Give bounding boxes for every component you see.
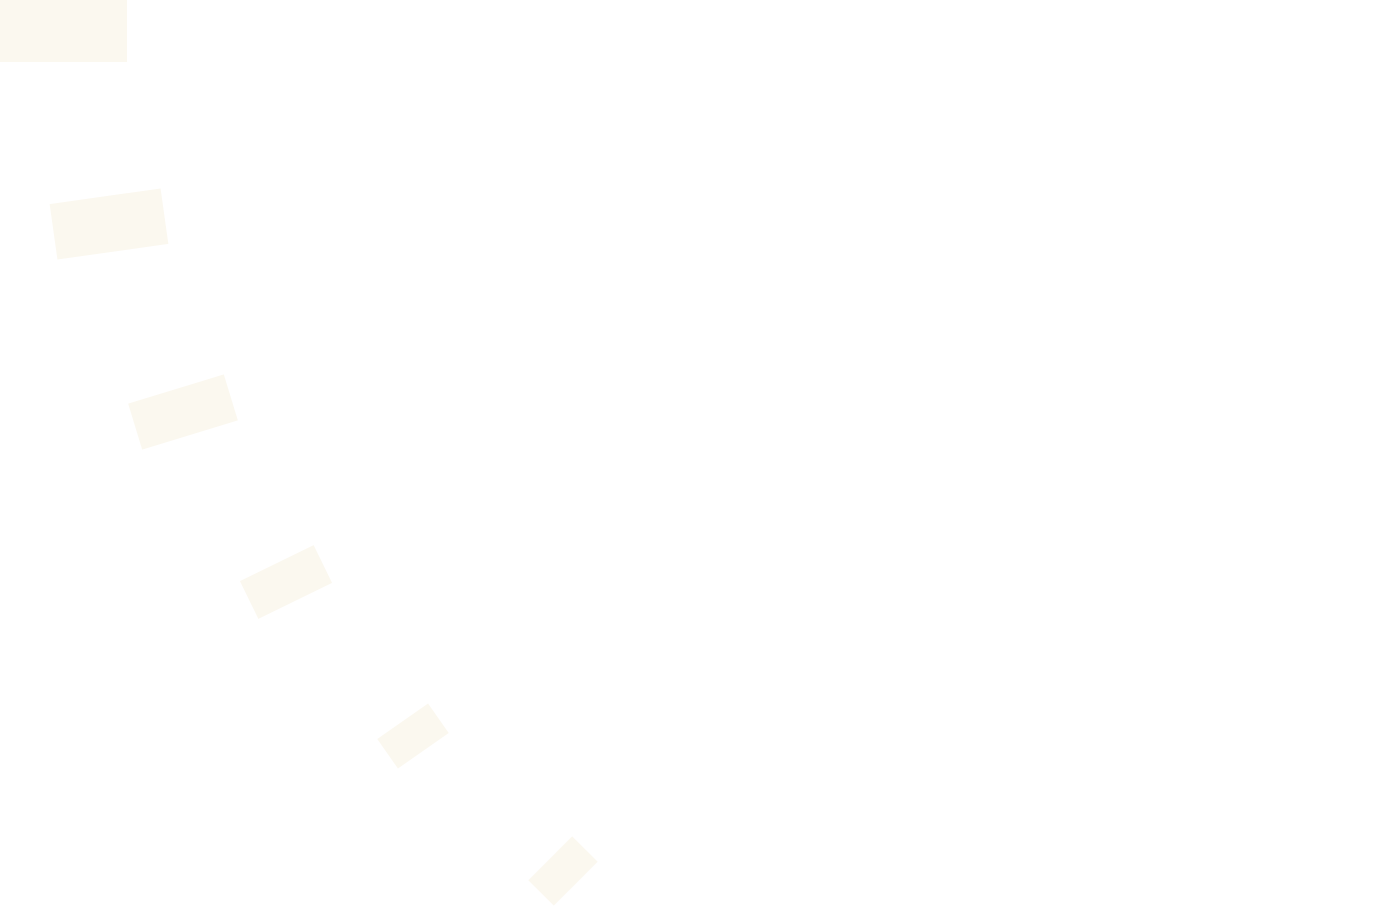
arc-dash-5 <box>377 703 449 769</box>
arc-dash-2 <box>49 188 169 260</box>
arc-dash-3 <box>128 374 238 450</box>
arc-dash-6 <box>528 836 598 906</box>
arc-dash-1 <box>0 0 127 62</box>
arc-dash-4 <box>239 545 333 619</box>
